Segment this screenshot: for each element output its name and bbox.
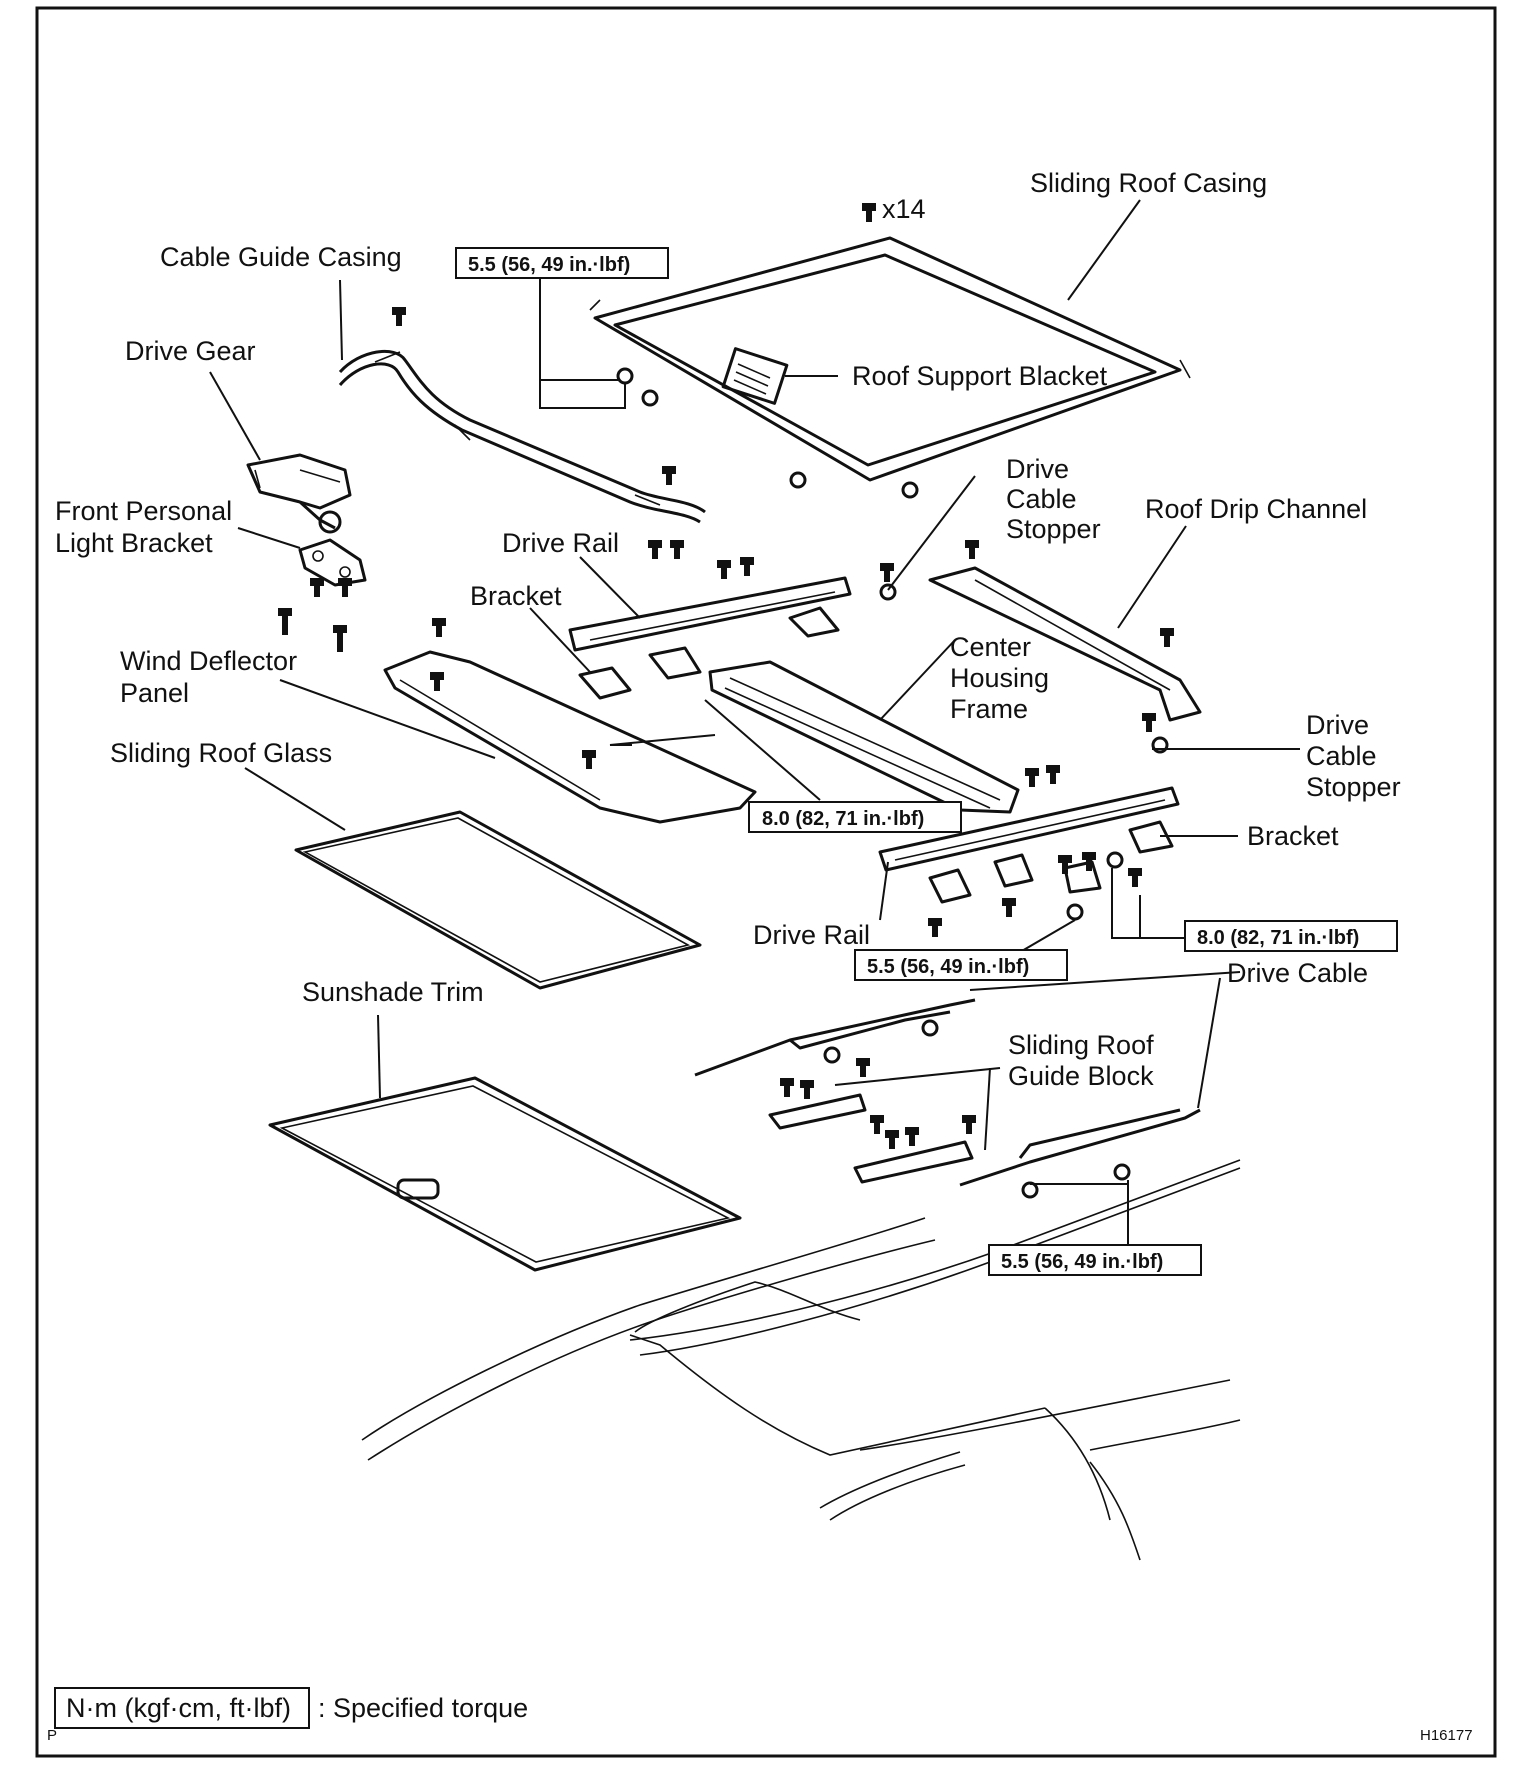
part-labels: Sliding Roof Casing x14 Cable Guide Casi… [55, 168, 1401, 1091]
drive-rail-bottom-part [878, 786, 1180, 872]
nut-icon [789, 471, 919, 499]
bolt-icon [1002, 898, 1016, 917]
bolt-icon [310, 578, 324, 597]
label-front-personal-light-bracket-line2: Light Bracket [55, 528, 213, 558]
drive-cable-part [694, 998, 1201, 1187]
bolt-icon [670, 540, 684, 559]
center-housing-frame-part [708, 660, 1020, 814]
nut-icon [823, 1019, 1131, 1199]
car-body-outline [361, 1159, 1241, 1561]
label-wind-deflector-panel: Wind Deflector [120, 646, 297, 676]
legend: N·m (kgf·cm, ft·lbf) : Specified torque … [47, 1687, 1473, 1744]
bolt-icon [740, 557, 754, 576]
label-bracket-left: Bracket [470, 581, 562, 611]
sliding-roof-glass-part [294, 810, 702, 990]
bolt-icon [905, 1127, 919, 1146]
torque-value-5: 5.5 (56, 49 in.·lbf) [1001, 1251, 1163, 1273]
label-center-housing-frame: Center [950, 632, 1031, 662]
bolt-icon [1128, 868, 1142, 887]
bolt-icon [1025, 768, 1039, 787]
bolt-icon [862, 203, 876, 222]
sliding-roof-casing-part [589, 236, 1191, 482]
label-drive-rail-top: Drive Rail [502, 528, 619, 558]
drive-rail-top-part [568, 576, 852, 652]
bolt-icon [333, 625, 347, 652]
legend-unit-box: N·m (kgf·cm, ft·lbf) [66, 1693, 291, 1723]
figure-code: H16177 [1420, 1727, 1473, 1744]
bolt-icon [662, 466, 676, 485]
torque-value-2: 8.0 (82, 71 in.·lbf) [762, 808, 924, 830]
label-roof-support-blacket: Roof Support Blacket [852, 361, 1108, 391]
label-center-housing-frame-line2: Housing [950, 663, 1049, 693]
nut-icon [1066, 851, 1124, 921]
diagram-border [35, 6, 1497, 1758]
bolts [278, 203, 1174, 1199]
bracket-left-part [578, 606, 840, 700]
bolt-icon [928, 918, 942, 937]
sunshade-trim-part [268, 1076, 742, 1272]
nut-icon [879, 583, 1169, 754]
bolt-icon [880, 563, 894, 582]
wind-deflector-panel-part [383, 650, 757, 824]
label-drive-cable-stopper-top-line3: Stopper [1006, 514, 1101, 544]
bolt-icon [582, 750, 596, 769]
label-sliding-roof-guide-block: Sliding Roof [1008, 1030, 1154, 1060]
bolt-icon [1160, 628, 1174, 647]
label-drive-gear: Drive Gear [125, 336, 256, 366]
bolt-icon [432, 618, 446, 637]
label-wind-deflector-panel-line2: Panel [120, 678, 189, 708]
label-drive-rail-bottom: Drive Rail [753, 920, 870, 950]
cable-guide-casing-part [338, 349, 706, 524]
label-drive-cable-stopper-top: Drive [1006, 454, 1069, 484]
bolt-icon [856, 1058, 870, 1077]
bolt-icon [392, 307, 406, 326]
bolt-icon [1142, 713, 1156, 732]
front-personal-light-bracket-part [298, 538, 367, 587]
bracket-bottom-part [928, 820, 1174, 904]
label-drive-cable: Drive Cable [1227, 958, 1368, 988]
label-cable-guide-casing: Cable Guide Casing [160, 242, 402, 272]
nut-icon [616, 367, 659, 407]
legend-meaning: : Specified torque [318, 1693, 528, 1723]
label-drive-cable-stopper-top-line2: Cable [1006, 484, 1077, 514]
bolt-icon [800, 1080, 814, 1099]
bolt-icon [430, 672, 444, 691]
bolt-icon [717, 560, 731, 579]
bolt-icon [338, 578, 352, 597]
label-front-personal-light-bracket: Front Personal [55, 496, 232, 526]
label-drive-cable-stopper-right: Drive [1306, 710, 1369, 740]
bolt-icon [1082, 852, 1096, 871]
torque-callouts: 5.5 (56, 49 in.·lbf) 8.0 (82, 71 in.·lbf… [455, 247, 1398, 1276]
roof-drip-channel-part [928, 566, 1202, 722]
bolt-icon [885, 1130, 899, 1149]
bolt-icon [780, 1078, 794, 1097]
label-sliding-roof-glass: Sliding Roof Glass [110, 738, 332, 768]
torque-value-1: 5.5 (56, 49 in.·lbf) [468, 254, 630, 276]
label-roof-drip-channel: Roof Drip Channel [1145, 494, 1367, 524]
bolt-icon [965, 540, 979, 559]
bolt-icon [1058, 855, 1072, 874]
label-sliding-roof-guide-block-line2: Guide Block [1008, 1061, 1154, 1091]
label-sliding-roof-casing: Sliding Roof Casing [1030, 168, 1267, 198]
label-sunshade-trim: Sunshade Trim [302, 977, 484, 1007]
label-drive-cable-stopper-right-line2: Cable [1306, 741, 1377, 771]
bolt-icon [648, 540, 662, 559]
torque-value-4: 5.5 (56, 49 in.·lbf) [867, 956, 1029, 978]
label-drive-cable-stopper-right-line3: Stopper [1306, 772, 1401, 802]
label-bolt-count: x14 [882, 194, 926, 224]
label-center-housing-frame-line3: Frame [950, 694, 1028, 724]
bolt-icon [962, 1115, 976, 1134]
torque-value-3: 8.0 (82, 71 in.·lbf) [1197, 927, 1359, 949]
drive-gear-part [246, 453, 352, 534]
bolt-icon [1046, 765, 1060, 784]
label-bracket-right: Bracket [1247, 821, 1339, 851]
bolt-icon [278, 608, 292, 635]
sliding-roof-guide-block-part [768, 1093, 974, 1184]
bolt-icon [870, 1115, 884, 1134]
page-mark: P [47, 1727, 57, 1744]
